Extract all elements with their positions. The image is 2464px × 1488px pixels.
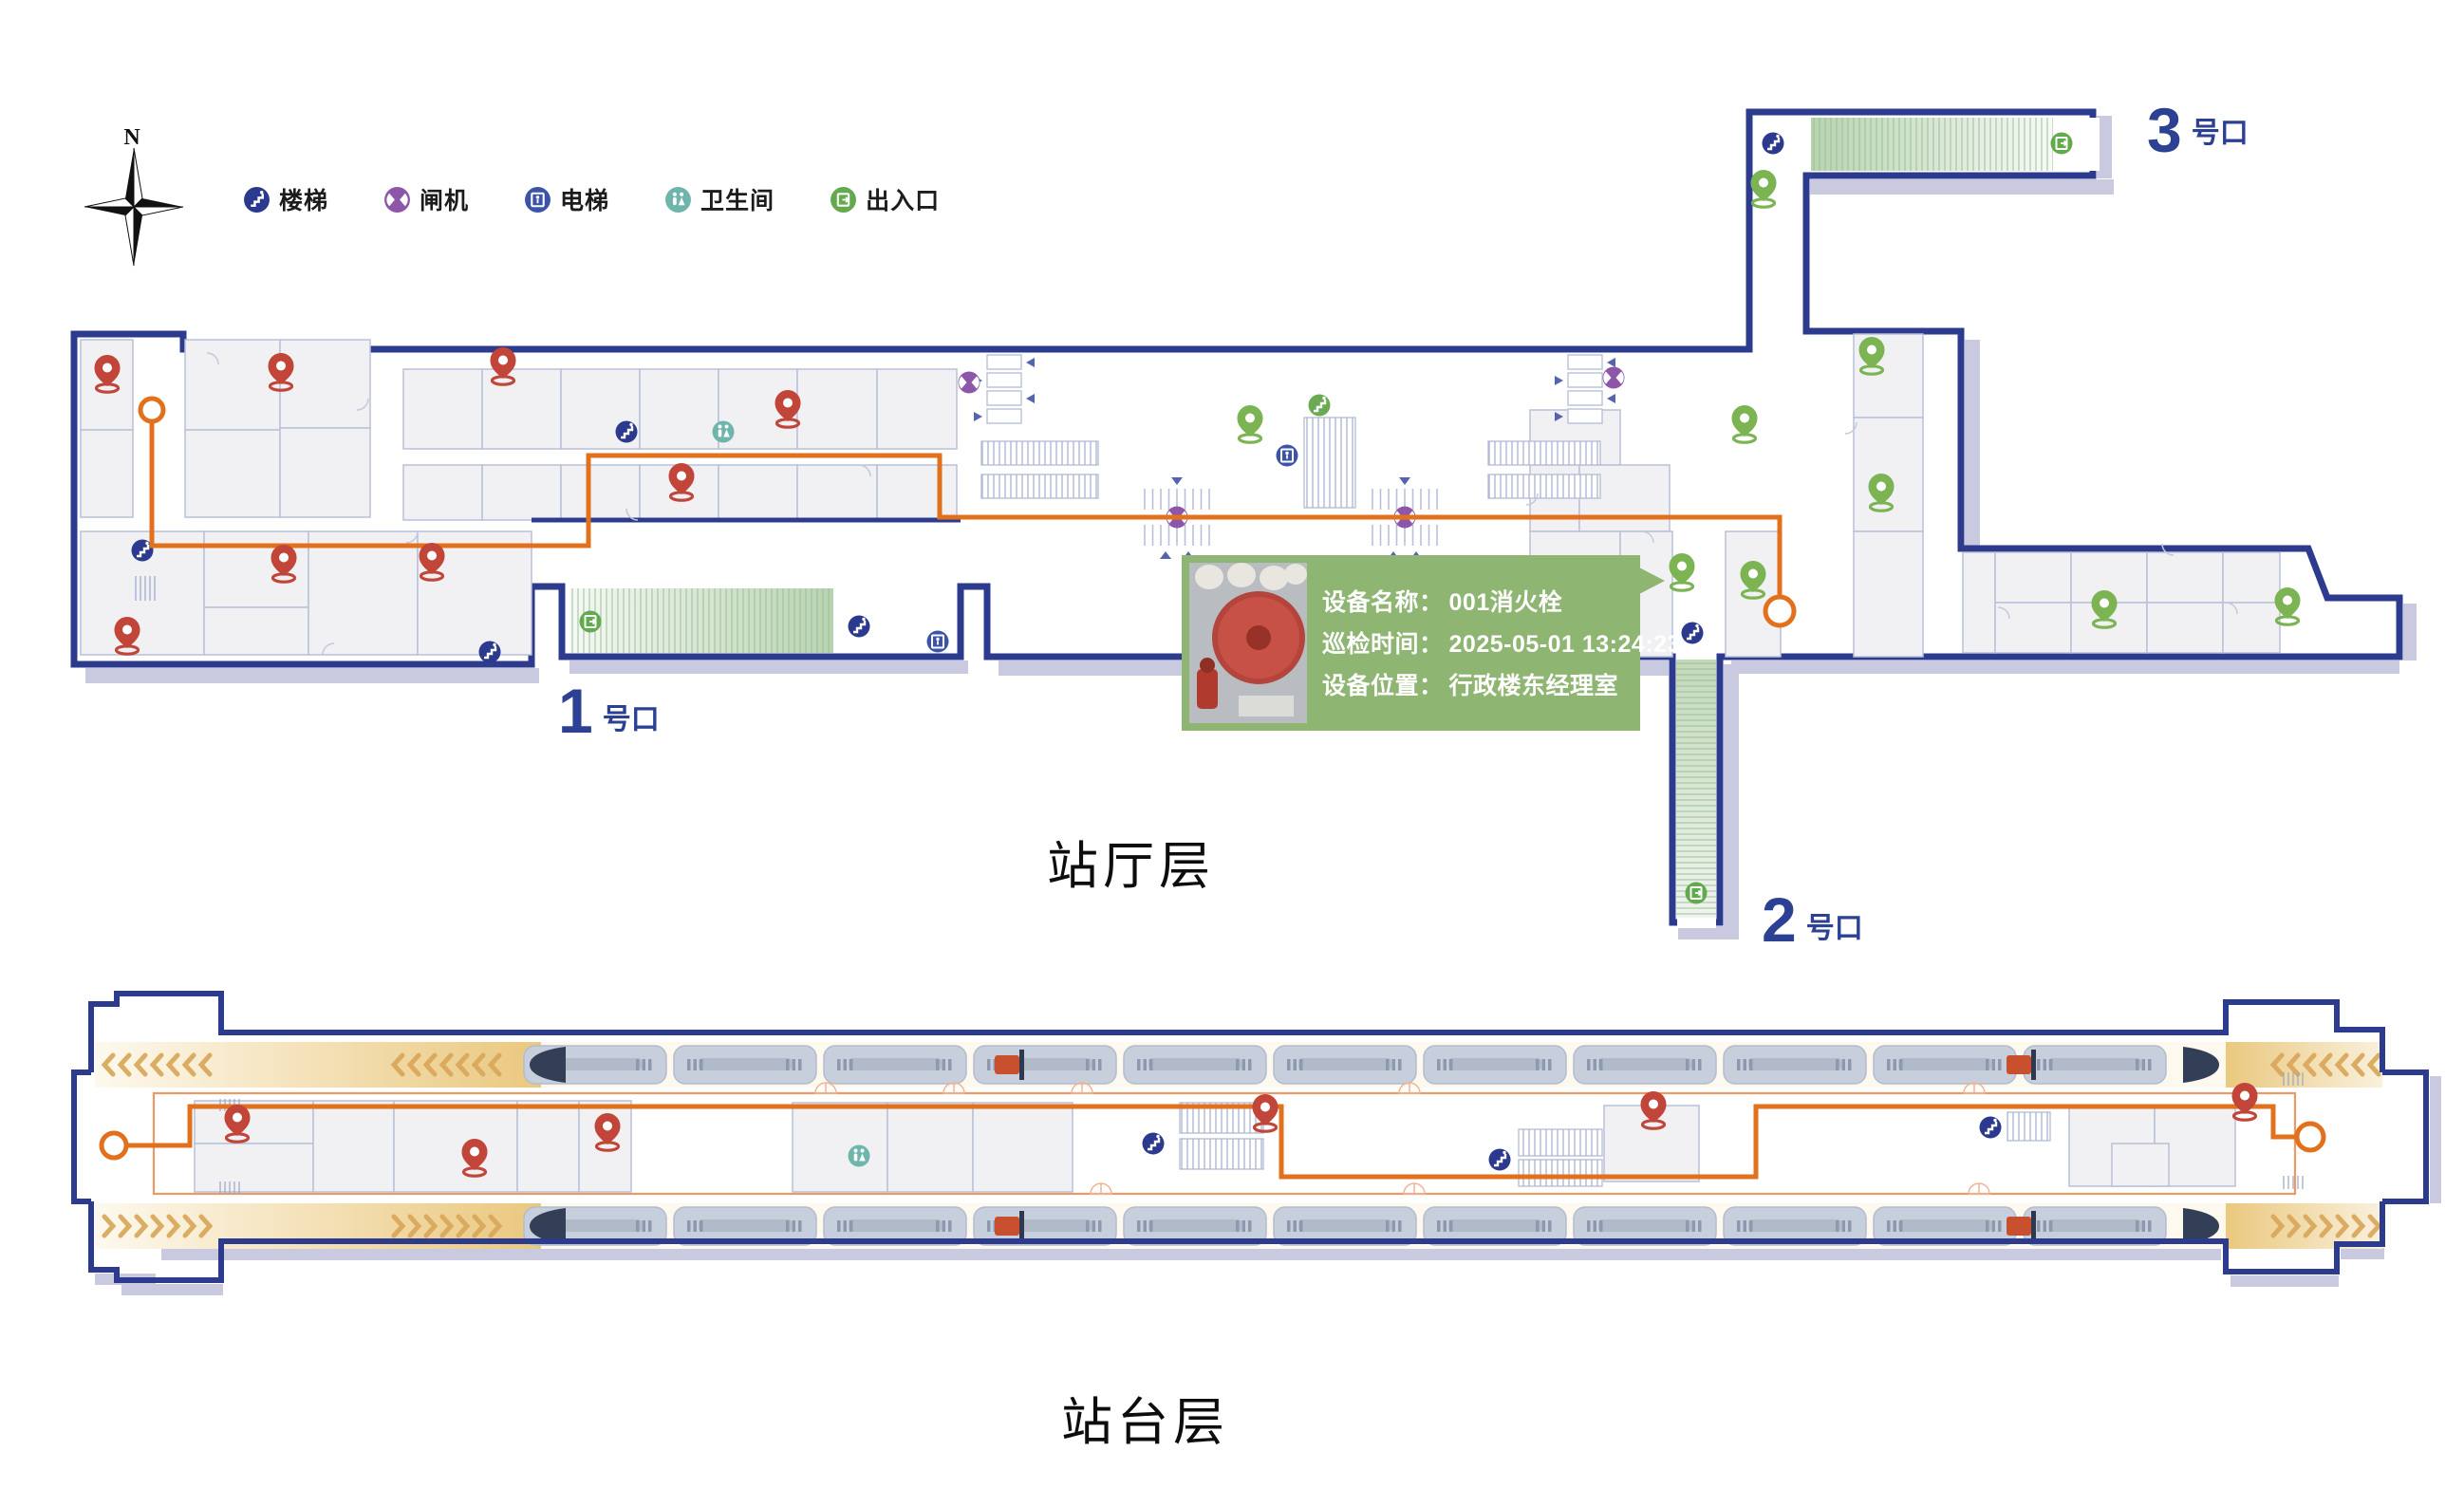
device-pin-green[interactable]: [1237, 405, 1263, 444]
legend-label: 电梯: [560, 188, 610, 214]
device-pin-red[interactable]: [94, 355, 121, 394]
legend-label: 楼梯: [279, 188, 329, 214]
legend-label: 卫生间: [700, 188, 775, 214]
device-pin-red[interactable]: [268, 353, 294, 392]
device-pin-red[interactable]: [1252, 1094, 1279, 1133]
legend-item-elevator: 电梯: [524, 182, 609, 216]
platform-device-pins: [224, 1083, 2258, 1178]
exit-3-label: 3 号口: [2147, 99, 2249, 161]
elevator-icon: [1276, 444, 1298, 467]
exit-1-label: 1 号口: [558, 679, 660, 742]
device-pin-red[interactable]: [594, 1113, 621, 1152]
hall-device-pins: [94, 170, 2301, 656]
entrance-icon: [579, 610, 602, 633]
device-pin-green[interactable]: [2274, 587, 2301, 626]
entrance-icon: [831, 186, 857, 213]
stairs-icon: [244, 186, 270, 213]
device-pin-red[interactable]: [2231, 1083, 2258, 1122]
device-pin-red[interactable]: [419, 543, 445, 582]
compass-north-label: N: [123, 125, 140, 150]
inspection-route-platform: [99, 1104, 2326, 1180]
device-pin-red[interactable]: [775, 390, 801, 429]
device-pin-red[interactable]: [224, 1105, 251, 1144]
restroom-icon: [848, 1144, 870, 1167]
device-pin-red[interactable]: [114, 617, 140, 656]
device-pin-red[interactable]: [461, 1139, 488, 1178]
legend-item-gate: 闸机: [383, 182, 469, 216]
legend-item-restroom: 卫生间: [664, 182, 775, 216]
exit3-opening: [2088, 118, 2100, 171]
device-fields: 设备名称：001消火栓 巡检时间：2025-05-01 13:24:23 设备位…: [1322, 563, 1681, 723]
device-name-row: 设备名称：001消火栓: [1322, 589, 1563, 616]
entrance-escalator-bands: [569, 118, 2053, 918]
exit-number: 3: [2147, 95, 2182, 165]
device-pin-red[interactable]: [490, 347, 516, 386]
gate-icon: [384, 186, 410, 213]
platform-outer-wall-bottom: [88, 1201, 2385, 1283]
stairs-icon: [1488, 1148, 1511, 1171]
stairs-icon: [1762, 132, 1784, 155]
legend: 楼梯 闸机 电梯 卫生间 出入口: [243, 182, 940, 216]
inspection-route-hall: [138, 396, 1797, 628]
exit-number: 1: [558, 676, 593, 746]
device-pin-red[interactable]: [1640, 1091, 1667, 1130]
device-pin-red[interactable]: [668, 463, 695, 502]
exit-suffix: 号口: [602, 704, 660, 735]
stairs-icon: [1142, 1132, 1165, 1155]
stairs-icon: [131, 539, 154, 562]
stairs-icon: [848, 615, 870, 638]
legend-label: 闸机: [420, 188, 470, 214]
hall-floorplan: [70, 108, 2417, 939]
restroom-icon: [665, 186, 692, 213]
exit-suffix: 号口: [2191, 118, 2249, 149]
stairs-icon: [615, 420, 638, 443]
gate-icon: [958, 371, 980, 394]
elevator-icon: [525, 186, 551, 213]
exit-number: 2: [1762, 884, 1797, 955]
entrance-icon: [2050, 132, 2073, 155]
device-pin-green[interactable]: [2091, 590, 2118, 629]
exit2-opening: [1677, 917, 1716, 928]
exit-suffix: 号口: [1805, 913, 1863, 944]
device-pin-green[interactable]: [1731, 405, 1758, 444]
compass-rose: N: [84, 125, 184, 267]
device-pin-red[interactable]: [271, 545, 297, 584]
platform-floorplan: [71, 991, 2441, 1295]
platform-end-wall-right: [2382, 1070, 2429, 1204]
restroom-icon: [712, 420, 735, 443]
legend-item-entrance: 出入口: [830, 182, 940, 216]
device-pin-green[interactable]: [1740, 561, 1766, 600]
device-location-row: 设备位置：行政楼东经理室: [1322, 673, 1619, 699]
gate-icon: [1602, 366, 1625, 389]
floor-title-hall: 站厅层: [1047, 838, 1215, 895]
elevator-icon: [926, 630, 949, 653]
wall-shadows: [95, 1076, 2441, 1295]
hall-furniture: [131, 132, 2238, 904]
floor-title-platform: 站台层: [1061, 1394, 1229, 1451]
inspection-time-row: 巡检时间：2025-05-01 13:24:23: [1322, 631, 1681, 658]
trains: [523, 1045, 2219, 1246]
device-pin-green[interactable]: [1750, 170, 1777, 209]
device-photo-fire-hydrant: [1189, 563, 1307, 723]
device-pin-green[interactable]: [1868, 474, 1895, 512]
device-pin-green[interactable]: [1858, 337, 1885, 376]
platform-end-wall-left: [71, 1070, 91, 1204]
legend-item-stairs: 楼梯: [243, 182, 328, 216]
stairs-green-icon: [1308, 394, 1331, 417]
stairs-icon: [1681, 622, 1704, 644]
platform-outer-wall-top: [88, 991, 2385, 1072]
stairs-icon: [478, 641, 501, 663]
legend-label: 出入口: [866, 188, 941, 214]
device-tooltip: 设备名称：001消火栓 巡检时间：2025-05-01 13:24:23 设备位…: [1182, 555, 1680, 731]
stairs-icon: [1979, 1116, 2002, 1139]
device-pin-green[interactable]: [1669, 553, 1695, 592]
exit-2-label: 2 号口: [1762, 888, 1863, 951]
entrance-icon: [1685, 882, 1708, 904]
